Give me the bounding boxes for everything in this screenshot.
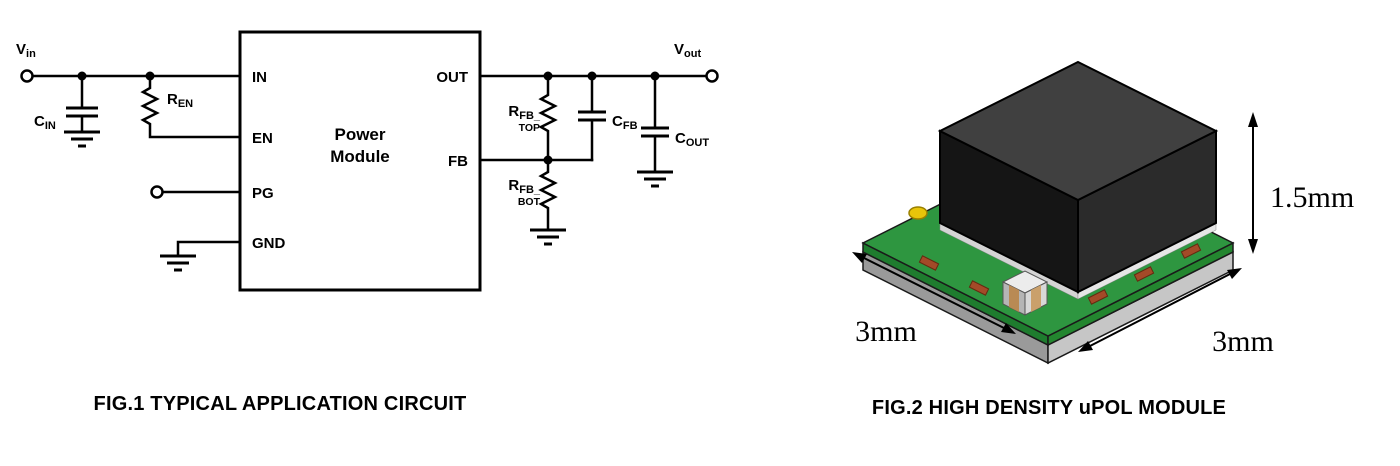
arrow-up-icon xyxy=(1248,112,1258,127)
fig1-caption: FIG.1 TYPICAL APPLICATION CIRCUIT xyxy=(94,393,467,415)
arrow-upright-icon xyxy=(1227,268,1242,279)
cfb-label: CFB xyxy=(612,113,638,132)
copper-pads xyxy=(918,243,1202,305)
rfb-top-label-sub2: TOP xyxy=(519,122,540,134)
rfb-bot-label: RFB_ xyxy=(508,177,541,196)
ren-label: REN xyxy=(167,91,193,110)
copper-pad xyxy=(968,280,990,296)
copper-pad xyxy=(1133,266,1155,282)
vin-label: Vin xyxy=(16,41,36,60)
cin-label: CIN xyxy=(34,113,56,132)
power-module-block: Power Module IN EN PG GND OUT FB xyxy=(238,30,482,292)
rfb-top-branch: RFB_ TOP xyxy=(508,71,558,162)
gnd-branch xyxy=(160,240,242,272)
rfb-top-resistor xyxy=(538,74,558,162)
cout-branch: COUT xyxy=(637,71,709,188)
rfb-bot-resistor xyxy=(538,158,558,232)
pin-label-pg: PG xyxy=(252,185,274,202)
smd-cap-body-band-left xyxy=(1009,285,1019,312)
pin-label-in: IN xyxy=(252,69,267,86)
ren-branch: REN xyxy=(140,71,242,139)
vout-label: Vout xyxy=(674,41,701,60)
pin-label-fb: FB xyxy=(448,153,468,170)
right-dim-line xyxy=(1089,273,1231,347)
arrow-down-icon xyxy=(1248,239,1258,254)
module-label-line1: Power xyxy=(334,125,385,144)
height-dim-label: 1.5mm xyxy=(1270,181,1354,214)
arrow-downright-icon xyxy=(1001,323,1016,334)
fig1-application-circuit: Vin CIN REN Power Module IN xyxy=(16,30,719,415)
vout-terminal xyxy=(705,69,719,83)
rfb-bot-label-sub2: BOT xyxy=(518,196,541,208)
copper-pad xyxy=(918,255,940,271)
pin-label-out: OUT xyxy=(436,69,468,86)
smd-capacitor xyxy=(1001,270,1049,316)
cout-ground-symbol xyxy=(637,170,673,188)
fig2-caption: FIG.2 HIGH DENSITY uPOL MODULE xyxy=(872,397,1226,419)
cfb-capacitor xyxy=(578,110,606,122)
pin1-marker-dot xyxy=(908,206,928,220)
pin-label-en: EN xyxy=(252,130,273,147)
smd-cap-body-band-right xyxy=(1031,285,1041,312)
left-dim-line xyxy=(863,257,1005,329)
ren-resistor xyxy=(140,74,242,139)
cin-capacitor xyxy=(66,106,98,118)
cin-ground-symbol xyxy=(64,130,100,148)
left-width-dimension: 3mm xyxy=(852,252,1016,348)
gnd-ground-symbol xyxy=(160,254,196,272)
pg-terminal xyxy=(150,185,164,199)
cfb-branch: CFB xyxy=(578,71,638,162)
chip-top-face xyxy=(937,60,1219,202)
right-width-dimension: 3mm xyxy=(1078,268,1274,358)
cin-branch: CIN xyxy=(34,71,100,148)
arrow-upleft-icon xyxy=(852,252,867,263)
copper-pad xyxy=(1180,243,1202,259)
rfb-top-label: RFB_ xyxy=(508,103,541,122)
right-dim-label: 3mm xyxy=(1212,325,1274,358)
vin-terminal xyxy=(20,69,34,83)
fig2-upol-module: 1.5mm 3mm 3mm FIG.2 HIGH DENSITY uPOL MO… xyxy=(852,60,1354,419)
module-label-line2: Module xyxy=(330,147,390,166)
copper-pad xyxy=(1087,289,1109,305)
rfb-bot-ground-symbol xyxy=(530,228,566,246)
left-dim-label: 3mm xyxy=(855,315,917,348)
gnd-wire xyxy=(176,240,242,258)
cout-label: COUT xyxy=(675,130,709,149)
height-dimension: 1.5mm xyxy=(1248,112,1354,254)
pin-label-gnd: GND xyxy=(252,235,286,252)
rfb-bot-branch: RFB_ BOT xyxy=(508,158,566,246)
arrow-downleft-icon xyxy=(1078,341,1093,352)
cout-capacitor xyxy=(641,126,669,138)
